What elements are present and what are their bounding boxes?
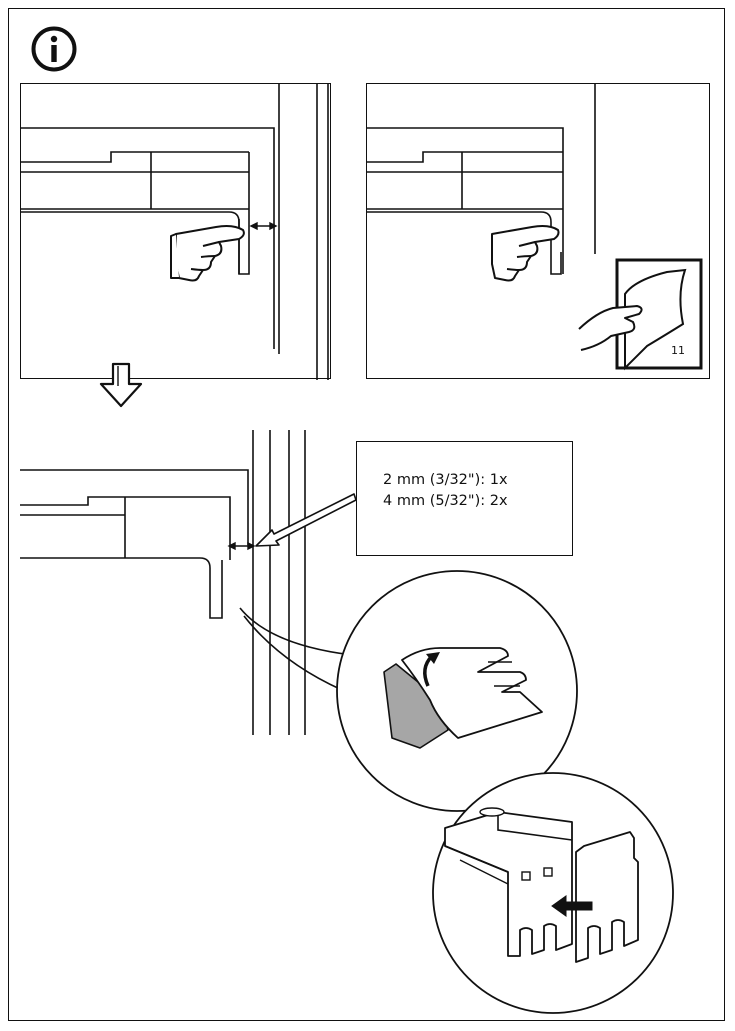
- next-step-arrow-icon: [99, 362, 143, 408]
- info-icon: [31, 26, 77, 72]
- gap-arrow-icon: [249, 221, 278, 231]
- spacer-size-line-2mm: 2 mm (3/32"): 1x: [383, 472, 508, 488]
- step-panel-see-booklet: 11: [366, 83, 710, 379]
- pointing-hand-icon: [491, 225, 560, 282]
- cabinet-gap-illustration: [21, 84, 329, 380]
- spacer-size-note: 2 mm (3/32"): 1x 4 mm (5/32"): 2x: [356, 441, 573, 556]
- pointing-hand-icon: [170, 225, 245, 282]
- booklet-reference-icon: 11: [578, 258, 703, 371]
- step-panel-measure-gap: [20, 83, 331, 380]
- spacer-size-line-4mm: 4 mm (5/32"): 2x: [383, 493, 508, 509]
- page-border: [8, 8, 725, 1021]
- cabinet-reference-illustration: 11: [367, 84, 703, 371]
- booklet-page-number: 11: [671, 344, 685, 357]
